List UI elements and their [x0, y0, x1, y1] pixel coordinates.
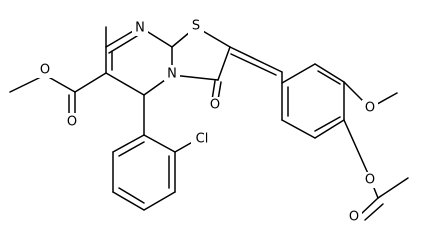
bond: [108, 35, 138, 54]
bond: [364, 203, 384, 221]
bond: [143, 134, 176, 153]
atom-n: N: [135, 21, 145, 36]
atom-o: O: [349, 210, 359, 225]
bond: [229, 46, 283, 73]
chemical-structure: N N S O O O O O O Cl: [9, 18, 409, 225]
atom-n: N: [167, 67, 177, 82]
bond: [230, 53, 277, 76]
atom-o: O: [67, 115, 77, 130]
atom-o: O: [365, 101, 375, 116]
atom-o: O: [210, 98, 220, 113]
atom-cl: Cl: [196, 132, 209, 147]
bond: [343, 119, 371, 179]
bond: [118, 187, 145, 204]
bond: [359, 197, 379, 216]
atom-o: O: [365, 173, 375, 188]
bond: [74, 72, 107, 93]
atom-labels: N N S O O O O O O Cl: [37, 18, 378, 225]
bond: [314, 116, 341, 132]
bond: [281, 119, 316, 139]
bond: [112, 134, 145, 153]
bond: [377, 177, 409, 199]
atom-s: S: [192, 19, 200, 34]
atom-o: O: [40, 63, 50, 78]
bond: [211, 80, 216, 101]
bond: [105, 72, 145, 96]
bond: [314, 63, 345, 83]
bond: [112, 191, 145, 211]
bond: [317, 70, 341, 85]
bond: [143, 191, 176, 211]
bond: [217, 46, 231, 81]
bond: [118, 141, 145, 157]
bond: [314, 119, 345, 139]
bond: [281, 63, 316, 84]
